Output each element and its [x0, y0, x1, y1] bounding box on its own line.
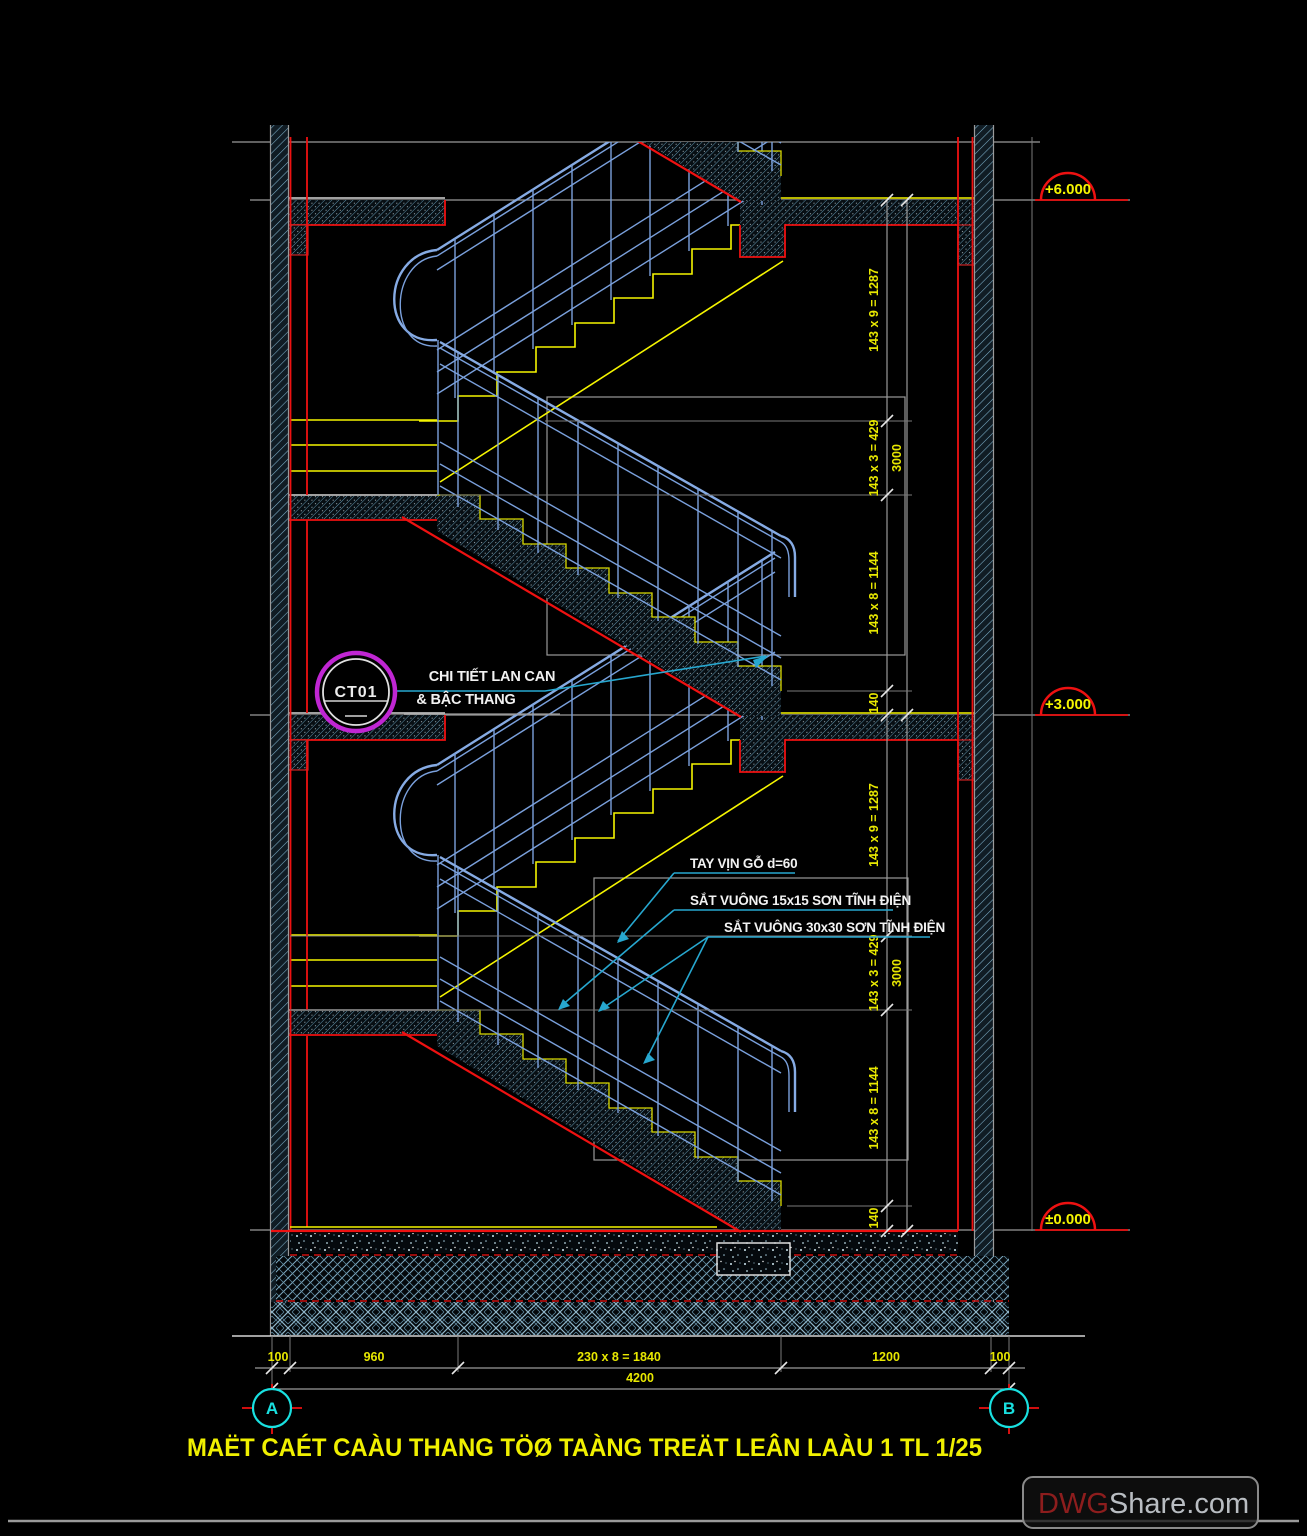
dimension-ticks [880, 193, 914, 1238]
storey-3000-to-6000 [269, 142, 995, 719]
grid-axis-label: A [266, 1399, 278, 1418]
watermark-text: DWGShare.com [1038, 1488, 1249, 1520]
leader-arrow-icon [598, 1001, 610, 1012]
dim-label: 143 x 3 = 429 [867, 420, 881, 497]
level-marker-6000: +6.000 [1035, 171, 1128, 201]
grid-bubble-icon [251, 1387, 293, 1429]
level-label: ±0.000 [1045, 1211, 1091, 1228]
left-wall [269, 125, 308, 1336]
callout-code: CT01 [334, 684, 377, 701]
leader-arrow-icon [558, 999, 570, 1010]
leader-arrow-icon [617, 931, 629, 943]
level-marker-3000: +3.000 [1035, 686, 1128, 716]
ground-floor-assembly [232, 1226, 1085, 1337]
watermark: DWGShare.com [1022, 1476, 1259, 1529]
material-notes: TAY VỊN GỖ d=60 SẮT VUÔNG 15x15 SƠN TĨNH… [558, 856, 945, 1064]
level-label: +3.000 [1045, 696, 1091, 713]
note-handrail: TAY VỊN GỖ d=60 [690, 856, 797, 871]
stair-base-pad [716, 1242, 791, 1276]
dim-label: 143 x 9 = 1287 [867, 783, 881, 867]
leader-arrow-icon [753, 655, 769, 668]
dim-label: 140 [867, 693, 881, 714]
callout-text-line1: CHI TIẾT LAN CAN [429, 668, 556, 685]
bottom-dimension-rows: 100 960 230 x 8 = 1840 1200 100 4200 [255, 1336, 1025, 1396]
dim-label: 230 x 8 = 1840 [577, 1350, 661, 1364]
dim-label: 100 [268, 1350, 289, 1364]
storey-ground-to-3000 [269, 550, 995, 1234]
note-steel-30: SẮT VUÔNG 30x30 SƠN TĨNH ĐIỆN [724, 920, 945, 935]
storey-above-6000-partial [269, 142, 995, 204]
level-marker-0000: ±0.000 [1035, 1201, 1128, 1231]
dim-label: 100 [990, 1350, 1011, 1364]
dim-label: 143 x 9 = 1287 [867, 268, 881, 352]
dim-label: 3000 [890, 959, 904, 987]
grid-axis-a: A [242, 1384, 302, 1434]
dim-label: 143 x 8 = 1144 [867, 551, 881, 634]
staircase-section [269, 142, 995, 1234]
note-steel-15: SẮT VUÔNG 15x15 SƠN TĨNH ĐIỆN [690, 893, 911, 908]
dim-label: 960 [364, 1350, 385, 1364]
level-dome-icon [1039, 171, 1097, 201]
grid-axis-b: B [979, 1384, 1039, 1434]
dim-label-total: 4200 [626, 1371, 654, 1385]
level-dome-icon [1039, 686, 1097, 716]
level-dome-icon [1039, 1201, 1097, 1231]
dim-label: 140 [867, 1208, 881, 1229]
grid-axis-label: B [1003, 1399, 1015, 1418]
leader-arrow-icon [643, 1053, 655, 1064]
dim-label: 143 x 3 = 429 [867, 935, 881, 1012]
dim-label: 143 x 8 = 1144 [867, 1066, 881, 1149]
callout-text-line2: & BẬC THANG [416, 690, 515, 708]
dim-label: 1200 [872, 1350, 900, 1364]
drawing-title: MAËT CAÉT CAÀU THANG TÖØ TAÀNG TREÄT LEÂ… [187, 1432, 982, 1462]
grid-bubble-icon [988, 1387, 1030, 1429]
level-label: +6.000 [1045, 181, 1091, 198]
callout-ring-icon [314, 650, 398, 734]
detail-callout-ct01: CT01 CHI TIẾT LAN CAN & BẬC THANG [314, 650, 769, 734]
right-wall [957, 125, 995, 1336]
dim-label: 3000 [890, 444, 904, 472]
